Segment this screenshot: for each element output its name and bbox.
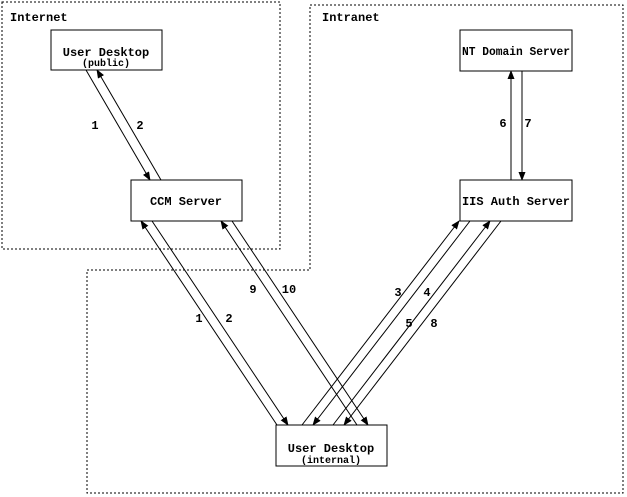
- internet-zone-border: [1, 1, 281, 250]
- node-nt-domain-server: NT Domain Server: [459, 29, 573, 72]
- ccm-server-label: CCM Server: [150, 195, 222, 209]
- iis-auth-server-label: IIS Auth Server: [462, 195, 570, 209]
- internet-zone-label: Internet: [10, 11, 68, 25]
- node-iis-auth-server: IIS Auth Server: [459, 179, 573, 222]
- edge-label-9: 9: [249, 283, 256, 297]
- edge-4-iis-to-internal-desktop: [312, 220, 471, 426]
- user-desktop-internal-sublabel: (internal): [301, 455, 361, 467]
- edge-label-2-internal: 2: [225, 312, 232, 326]
- edge-label-1-public: 1: [91, 119, 98, 133]
- edge-1-public-desktop-to-ccm: [85, 69, 151, 181]
- user-desktop-public-sublabel: (public): [82, 58, 130, 70]
- edge-label-4: 4: [423, 286, 430, 300]
- edge-9-internal-desktop-to-ccm: [220, 220, 358, 426]
- edge-label-6: 6: [499, 117, 506, 131]
- user-desktop-internal-box: [275, 424, 388, 467]
- edge-label-1-internal: 1: [195, 312, 202, 326]
- edge-8-iis-to-internal-desktop: [343, 220, 502, 426]
- edge-label-2-public: 2: [136, 119, 143, 133]
- nodes: User Desktop (public) CCM Server NT Doma…: [50, 29, 573, 467]
- edge-10-ccm-to-internal-desktop: [231, 220, 369, 426]
- intranet-zone-border: [86, 4, 624, 494]
- user-desktop-internal-label: User Desktop: [288, 442, 374, 456]
- iis-auth-server-box: [459, 179, 573, 222]
- edge-label-10: 10: [282, 283, 296, 297]
- intranet-zone-label: Intranet: [322, 11, 380, 25]
- ccm-server-box: [130, 179, 243, 222]
- node-user-desktop-internal: User Desktop (internal): [275, 424, 388, 467]
- edge-2-ccm-to-public-desktop: [96, 69, 162, 181]
- edge-5-internal-desktop-to-iis: [332, 220, 491, 426]
- edge-1-internal-desktop-to-ccm: [140, 220, 278, 426]
- node-user-desktop-public: User Desktop (public): [50, 29, 163, 71]
- user-desktop-public-label: User Desktop: [63, 46, 149, 60]
- nt-domain-server-box: [459, 29, 573, 72]
- edges: 1 2 1 2 9 10 3 4 5 8 6 7: [85, 69, 532, 426]
- edge-label-3: 3: [394, 286, 401, 300]
- nt-domain-server-label: NT Domain Server: [462, 45, 570, 59]
- edge-label-8: 8: [430, 317, 437, 331]
- user-desktop-public-box: [50, 29, 163, 71]
- edge-3-internal-desktop-to-iis: [301, 220, 460, 426]
- edge-label-7: 7: [524, 117, 531, 131]
- edge-2-ccm-to-internal-desktop: [151, 220, 289, 426]
- edge-label-5: 5: [405, 317, 412, 331]
- node-ccm-server: CCM Server: [130, 179, 243, 222]
